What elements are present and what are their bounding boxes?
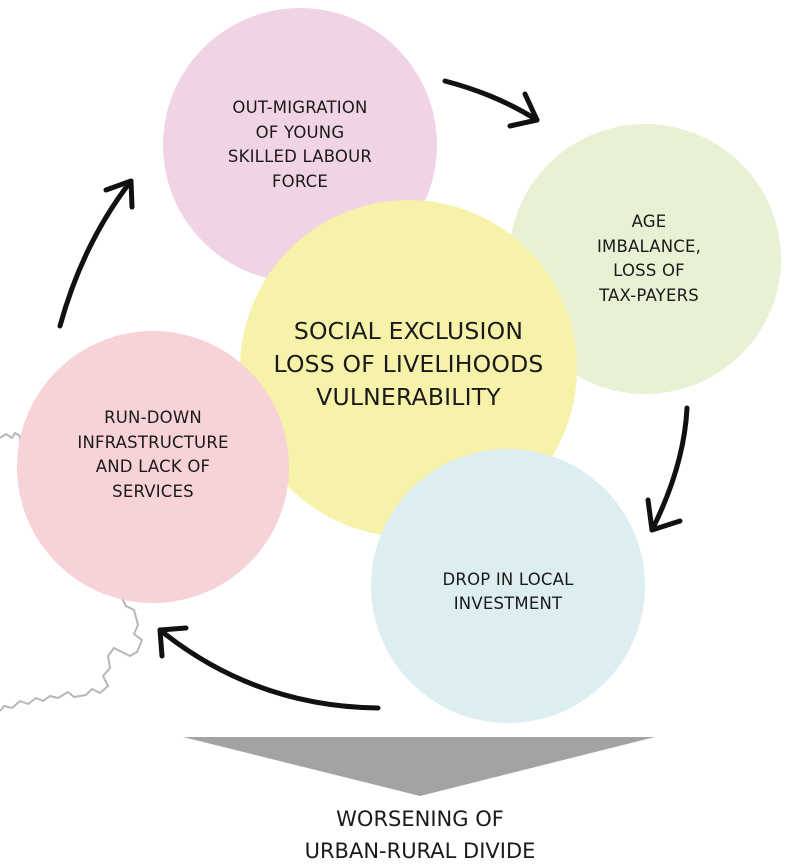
arrow-run-down-to-out-migration bbox=[57, 178, 135, 329]
bubble-run-down-infrastructure: RUN-DOWN INFRASTRUCTURE AND LACK OF SERV… bbox=[17, 331, 289, 603]
center-label: SOCIAL EXCLUSION LOSS OF LIVELIHOODS VUL… bbox=[244, 315, 574, 414]
out-migration-line-4: FORCE bbox=[271, 171, 329, 191]
center-line-1: SOCIAL EXCLUSION bbox=[293, 317, 524, 345]
age-imbalance-line-3: LOSS OF bbox=[613, 261, 685, 280]
age-imbalance-line-4: TAX-PAYERS bbox=[599, 285, 699, 305]
age-imbalance-line-2: IMBALANCE, bbox=[596, 236, 702, 256]
drop-investment-line-1: DROP IN LOCAL bbox=[442, 569, 574, 589]
out-migration-line-3: SKILLED LABOUR bbox=[227, 147, 373, 166]
drop-investment-label: DROP IN LOCAL INVESTMENT bbox=[418, 568, 598, 617]
outcome-triangle bbox=[183, 737, 655, 796]
bubble-drop-investment: DROP IN LOCAL INVESTMENT bbox=[371, 449, 645, 723]
center-line-3: VULNERABILITY bbox=[316, 383, 501, 411]
out-migration-line-1: OUT-MIGRATION bbox=[232, 98, 368, 117]
center-line-2: LOSS OF LIVELIHOODS bbox=[273, 350, 544, 378]
age-imbalance-line-1: AGE bbox=[631, 212, 667, 231]
outcome-line-1: WORSENING OF bbox=[336, 807, 504, 831]
out-migration-label: OUT-MIGRATION OF YOUNG SKILLED LABOUR FO… bbox=[205, 96, 395, 194]
arrow-age-to-drop-investment bbox=[645, 405, 690, 533]
run-down-label: RUN-DOWN INFRASTRUCTURE AND LACK OF SERV… bbox=[58, 406, 248, 504]
run-down-line-3: AND LACK OF bbox=[95, 457, 211, 476]
run-down-line-2: INFRASTRUCTURE bbox=[77, 432, 229, 452]
arrow-drop-investment-to-run-down bbox=[157, 625, 381, 711]
outcome-line-2: URBAN-RURAL DIVIDE bbox=[304, 839, 536, 863]
run-down-line-1: RUN-DOWN bbox=[104, 408, 202, 427]
arrow-out-migration-to-age bbox=[442, 78, 540, 129]
drop-investment-line-2: INVESTMENT bbox=[453, 594, 563, 613]
run-down-line-4: SERVICES bbox=[112, 481, 194, 501]
out-migration-line-2: OF YOUNG bbox=[255, 122, 345, 142]
age-imbalance-label: AGE IMBALANCE, LOSS OF TAX-PAYERS bbox=[564, 210, 734, 308]
bubble-out-migration: OUT-MIGRATION OF YOUNG SKILLED LABOUR FO… bbox=[163, 8, 437, 282]
